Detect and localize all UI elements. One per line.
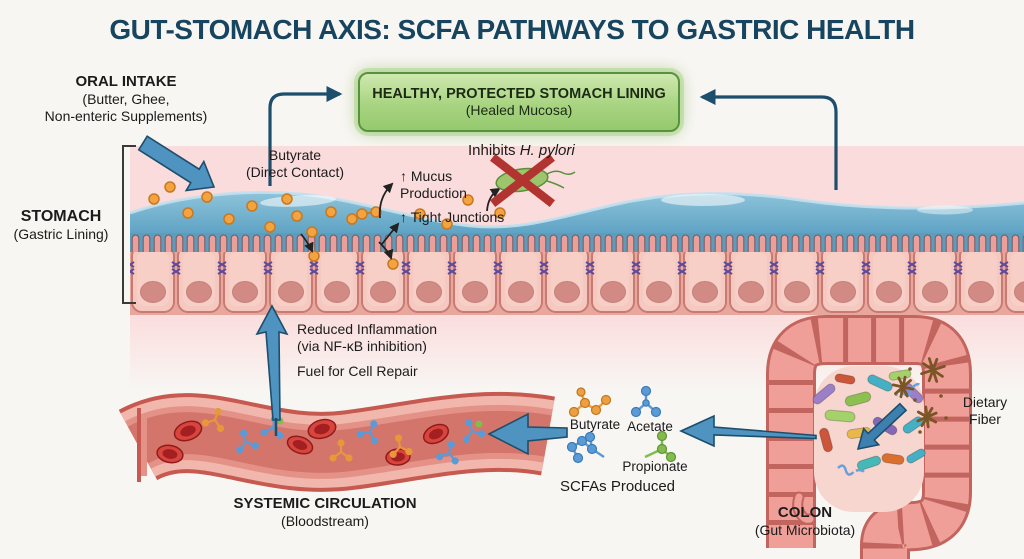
stomach-subheading: (Gastric Lining) [13, 226, 109, 243]
butyrate-dots [148, 181, 506, 270]
stomach-label: STOMACH (Gastric Lining) [2, 207, 120, 243]
circulation-to-stomach-arrow [255, 304, 289, 421]
stomach-heading: STOMACH [20, 208, 102, 225]
mucus-production-label: ↑ Mucus Production [400, 168, 467, 202]
butyrate-contact-line1: Butyrate [268, 147, 322, 163]
right-elbow-arrow [699, 89, 838, 190]
inhibits-prefix: Inhibits [468, 142, 520, 159]
dietary-fiber-line1: Dietary [962, 394, 1008, 410]
healthy-box-subheading: (Healed Mucosa) [465, 102, 573, 118]
mucus-production-line2: Production [400, 184, 467, 201]
scfa-to-vessel-arrow [487, 412, 568, 456]
circulation-subheading: (Bloodstream) [281, 513, 369, 529]
butyrate-contact-label: Butyrate (Direct Contact) [228, 147, 362, 181]
reduced-inflammation-label: Reduced Inflammation (via NF-κB inhibiti… [297, 321, 437, 355]
oral-intake-sub2: Non-enteric Supplements) [44, 107, 208, 124]
scfa-propionate-label: Propionate [622, 459, 688, 474]
microvilli-band [130, 233, 1024, 254]
oral-intake-heading: ORAL INTAKE [75, 73, 177, 90]
circulation-heading: SYSTEMIC CIRCULATION [233, 495, 417, 512]
colon-to-scfa-arrow [679, 414, 817, 448]
inhibits-hpylori-label: Inhibits H. pylori [468, 142, 575, 160]
propionate-molecule-icon [644, 430, 677, 463]
mucus-layer [129, 190, 1024, 241]
page-title: GUT-STOMACH AXIS: SCFA PATHWAYS TO GASTR… [109, 14, 915, 45]
epithelial-cell-row [130, 252, 1024, 315]
scfa-butyrate-label: Butyrate [569, 417, 621, 432]
butyrate-contact-line2: (Direct Contact) [245, 163, 345, 180]
butyrate-molecule-icon [568, 387, 612, 418]
effects-line1: Reduced Inflammation [297, 321, 438, 337]
colon-subheading: (Gut Microbiota) [754, 522, 856, 538]
colon-label: COLON (Gut Microbiota) [745, 504, 865, 539]
mucus-production-line1: ↑ Mucus [400, 168, 453, 184]
scfa-acetate-label: Acetate [627, 419, 673, 434]
hpylori-species: H. pylori [519, 142, 575, 159]
scfa-blue-molecule-icon [566, 431, 605, 464]
effects-line2: (via NF-κB inhibition) [297, 337, 427, 354]
tight-junctions-label: ↑ Tight Junctions [400, 209, 505, 225]
red-x-icon [490, 154, 555, 207]
systemic-circulation-label: SYSTEMIC CIRCULATION (Bloodstream) [225, 495, 425, 530]
colon-heading: COLON [777, 504, 833, 521]
left-elbow-arrow [268, 86, 343, 186]
dietary-fiber-line2: Fiber [969, 410, 1001, 427]
dietary-fiber-icon [891, 357, 948, 434]
oral-intake-sub1: (Butter, Ghee, [82, 91, 170, 107]
healthy-box-heading: HEALTHY, PROTECTED STOMACH LINING [372, 86, 666, 102]
effect-arrows [300, 182, 501, 260]
oral-intake-label: ORAL INTAKE (Butter, Ghee, Non-enteric S… [20, 73, 232, 125]
flow-arrows [137, 135, 908, 456]
acetate-molecule-icon [630, 385, 662, 418]
stomach-bracket [122, 145, 136, 304]
healthy-stomach-box: HEALTHY, PROTECTED STOMACH LINING (Heale… [358, 72, 680, 132]
feedback-arrows [268, 86, 838, 190]
fiber-to-bacteria-arrow [856, 402, 908, 451]
oral-intake-arrow [137, 135, 216, 192]
cell-repair-label: Fuel for Cell Repair [297, 363, 418, 379]
dietary-fiber-label: Dietary Fiber [953, 394, 1017, 428]
scfas-produced-label: SCFAs Produced [559, 478, 676, 495]
